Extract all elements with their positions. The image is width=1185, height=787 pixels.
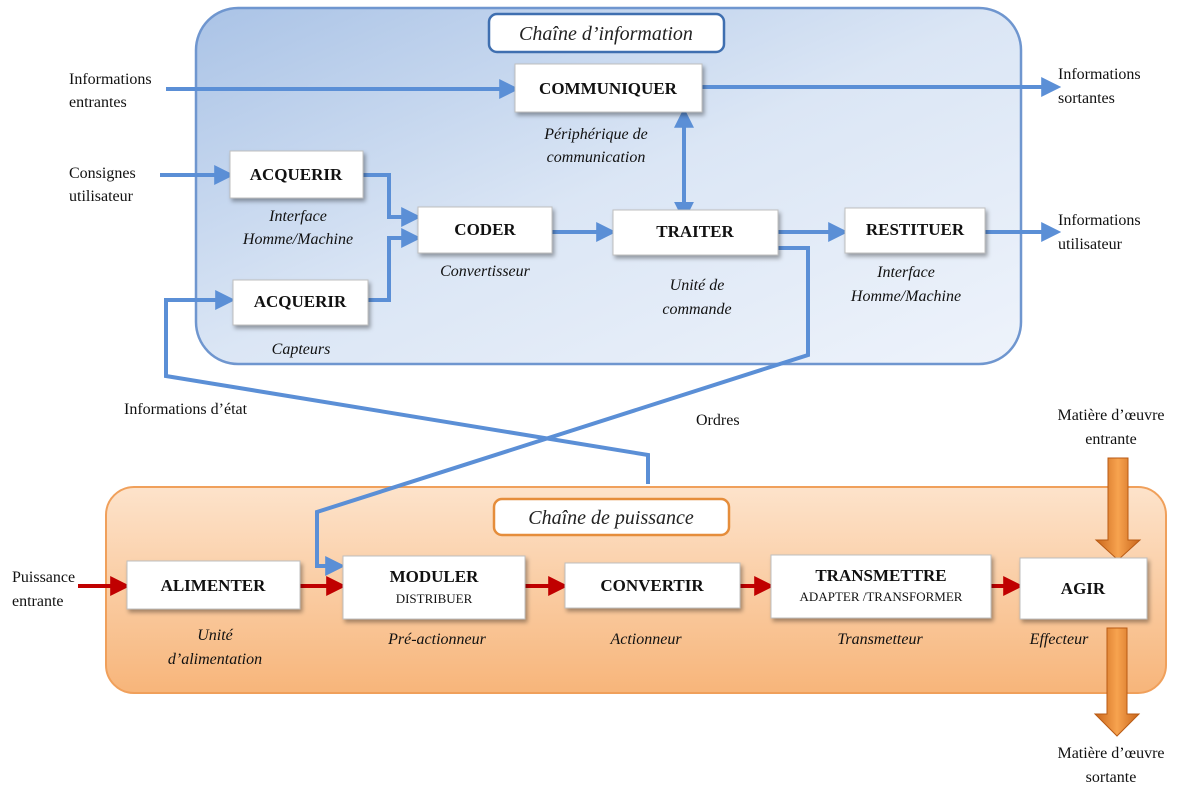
caption-moduler: Pré-actionneur <box>387 631 487 648</box>
box-restituer-label: RESTITUER <box>866 220 965 239</box>
caption-coder: Convertisseur <box>440 263 531 280</box>
label-info-in-1: Informations <box>69 71 152 88</box>
box-traiter-label: TRAITER <box>656 222 734 241</box>
box-alimenter: ALIMENTER <box>126 560 301 610</box>
label-ordres: Ordres <box>696 412 740 429</box>
arrow-matter-out <box>1093 627 1141 737</box>
label-consignes-2: utilisateur <box>69 188 134 205</box>
box-moduler-label: MODULER <box>390 567 480 586</box>
box-agir: AGIR <box>1019 557 1148 620</box>
caption-acquerir-ihm-1: Interface <box>268 208 327 225</box>
label-info-user-1: Informations <box>1058 212 1141 229</box>
box-communiquer: COMMUNIQUER <box>514 63 703 113</box>
box-traiter: TRAITER <box>612 209 779 256</box>
caption-restituer-2: Homme/Machine <box>850 288 961 305</box>
caption-communiquer-2: communication <box>547 149 646 166</box>
arrow-ordres <box>315 246 810 576</box>
caption-alimenter-1: Unité <box>197 627 233 644</box>
box-acquerir-ihm-label: ACQUERIR <box>250 165 343 184</box>
label-informations-etat: Informations d’état <box>124 401 248 418</box>
caption-communiquer-1: Périphérique de <box>543 126 648 143</box>
arrow-acquerir1-coder <box>363 173 422 227</box>
box-moduler: MODULER DISTRIBUER <box>342 555 526 620</box>
label-info-out-2: sortantes <box>1058 90 1115 107</box>
arrow-matter-in <box>1094 457 1142 561</box>
box-transmettre-label: TRANSMETTRE <box>815 566 946 585</box>
power-chain-title-box <box>492 497 731 537</box>
label-info-in-2: entrantes <box>69 94 127 111</box>
caption-transmettre: Transmetteur <box>837 631 923 648</box>
label-power-in-1: Puissance <box>12 569 75 586</box>
caption-traiter-2: commande <box>662 301 731 318</box>
box-convertir-label: CONVERTIR <box>600 576 704 595</box>
box-coder: CODER <box>417 206 553 254</box>
box-transmettre: TRANSMETTRE ADAPTER /TRANSFORMER <box>770 554 992 619</box>
arrow-acquerir2-coder <box>368 228 422 302</box>
box-moduler-sublabel: DISTRIBUER <box>396 591 473 606</box>
box-restituer: RESTITUER <box>844 207 986 254</box>
box-acquerir-ihm: ACQUERIR <box>229 150 364 199</box>
label-power-in-2: entrante <box>12 593 64 610</box>
label-matter-out-2: sortante <box>1086 769 1137 786</box>
box-acquerir-capteurs: ACQUERIR <box>232 279 369 326</box>
arrow-informations-etat <box>164 290 650 484</box>
info-chain-title: Chaîne d’information <box>519 23 693 45</box>
label-matter-in-1: Matière d’œuvre <box>1057 407 1164 424</box>
caption-traiter-1: Unité de <box>670 277 725 294</box>
caption-alimenter-2: d’alimentation <box>168 651 262 668</box>
power-chain-title: Chaîne de puissance <box>528 507 694 529</box>
caption-acquerir-ihm-2: Homme/Machine <box>242 231 353 248</box>
caption-capteurs: Capteurs <box>272 341 331 358</box>
box-agir-label: AGIR <box>1061 579 1106 598</box>
label-matter-out-1: Matière d’œuvre <box>1057 745 1164 762</box>
caption-agir: Effecteur <box>1029 631 1089 648</box>
box-communiquer-label: COMMUNIQUER <box>539 79 678 98</box>
label-info-user-2: utilisateur <box>1058 236 1123 253</box>
box-convertir: CONVERTIR <box>564 562 741 609</box>
caption-restituer-1: Interface <box>876 264 935 281</box>
box-alimenter-label: ALIMENTER <box>161 576 267 595</box>
info-chain-title-box <box>487 12 726 54</box>
box-transmettre-sublabel: ADAPTER /TRANSFORMER <box>800 589 963 604</box>
label-matter-in-2: entrante <box>1085 431 1137 448</box>
box-coder-label: CODER <box>454 220 516 239</box>
caption-convertir: Actionneur <box>609 631 682 648</box>
label-info-out-1: Informations <box>1058 66 1141 83</box>
box-acquerir-capteurs-label: ACQUERIR <box>254 292 347 311</box>
label-consignes-1: Consignes <box>69 165 136 182</box>
info-chain-panel <box>194 6 1023 366</box>
